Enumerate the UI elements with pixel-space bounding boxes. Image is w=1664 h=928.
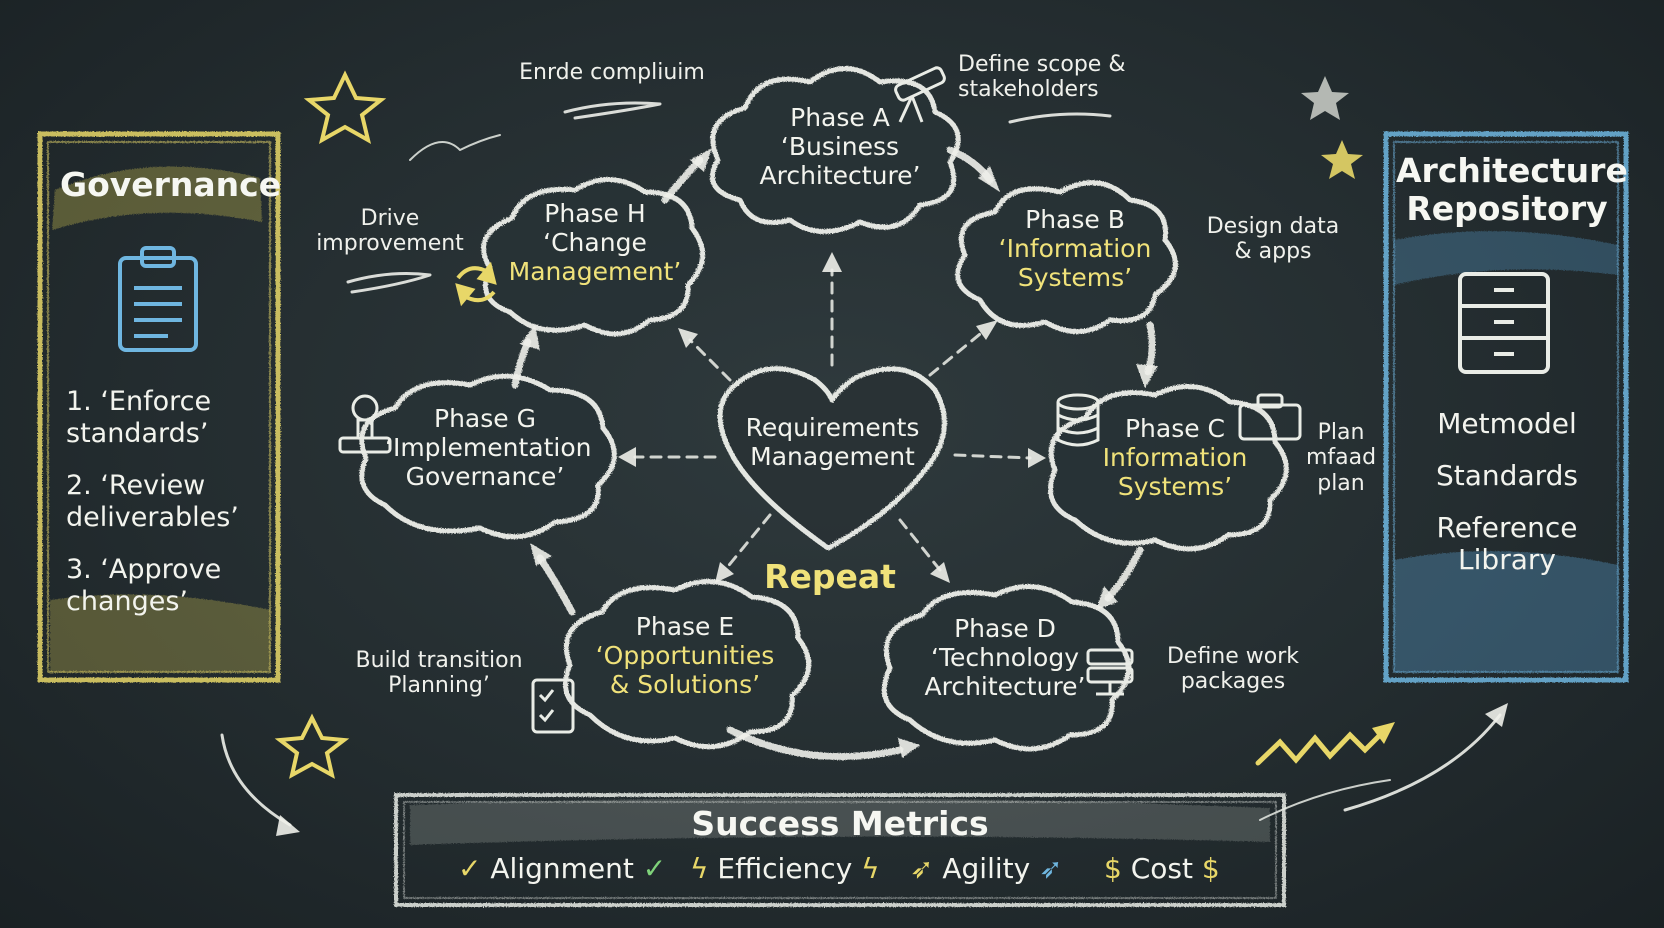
phase-g-title: Phase G xyxy=(434,404,536,433)
toolbox-icon xyxy=(1238,393,1302,441)
success-metrics-box xyxy=(394,793,1286,907)
metric-agility-label: Agility xyxy=(942,852,1031,885)
phase-h-label: Phase H ‘Change Management’ xyxy=(495,199,695,286)
money-bag-icon: $ xyxy=(1201,852,1220,885)
phase-b-title: Phase B xyxy=(1025,205,1125,234)
cycle-arrows xyxy=(511,146,1158,761)
dashed-arrows xyxy=(618,252,1046,583)
phase-b-line2: ‘Information xyxy=(998,233,1152,263)
phase-c-title: Phase C xyxy=(1124,414,1226,443)
rocket-icon: ➶ xyxy=(910,852,934,885)
phase-c-line2: Information xyxy=(1102,442,1248,472)
metric-alignment: ✓ Alignment ✓ xyxy=(458,852,666,885)
star-icon xyxy=(1301,76,1349,120)
cloud-phase-g xyxy=(359,373,617,540)
phase-a-label: Phase A ‘Business Architecture’ xyxy=(740,103,940,190)
phase-e-line3: & Solutions’ xyxy=(609,669,761,699)
success-metrics-title: Success Metrics xyxy=(691,804,989,843)
governance-item-2: 2. ‘Review deliverables’ xyxy=(66,470,239,533)
cloud-phase-e xyxy=(563,579,812,750)
governance-panel xyxy=(37,131,281,683)
cloud-phase-b xyxy=(955,180,1178,334)
phase-a-line2: ‘Business xyxy=(780,131,900,161)
server-icon xyxy=(1086,648,1134,696)
note-improvement: Drive improvement xyxy=(316,206,464,257)
note-compliance: Enrde compliuim xyxy=(519,60,705,85)
lightning-icon: ϟ xyxy=(690,852,709,885)
metric-alignment-label: Alignment xyxy=(490,852,634,885)
clipboard-icon xyxy=(118,246,198,352)
cabinet-icon xyxy=(1458,272,1550,374)
cloud-phase-a xyxy=(709,66,961,234)
phase-c-line3: Systems’ xyxy=(1117,471,1233,501)
phase-g-line2: ‘Implementation xyxy=(385,432,592,462)
phase-h-line2: ‘Change xyxy=(543,227,647,257)
star-icon xyxy=(1321,140,1363,179)
cloud-phase-h xyxy=(481,177,706,337)
repository-item-reference-library: Reference Library xyxy=(1436,511,1578,577)
phase-e-line2: ‘Opportunities xyxy=(595,640,775,670)
governance-item-1: 1. ‘Enforce standards’ xyxy=(66,386,212,449)
governance-item-3: 3. ‘Approve changes’ xyxy=(66,554,222,617)
repository-panel xyxy=(1383,131,1629,683)
star-icon xyxy=(274,713,350,779)
metric-cost: $ Cost $ xyxy=(1104,852,1220,885)
phase-g-line3: Governance’ xyxy=(405,461,565,491)
phase-e-label: Phase E ‘Opportunities & Solutions’ xyxy=(585,612,785,699)
metric-agility: ➶ Agility ➶ xyxy=(910,852,1063,885)
phase-d-line3: Architecture’ xyxy=(924,671,1086,701)
phase-a-title: Phase A xyxy=(790,103,890,132)
telescope-icon xyxy=(894,66,946,123)
rocket-icon: ➶ xyxy=(1039,852,1063,885)
star-icon xyxy=(303,70,387,145)
phase-b-label: Phase B ‘Information Systems’ xyxy=(975,205,1175,292)
checklist-icon xyxy=(531,678,575,734)
note-design: Design data & apps xyxy=(1206,214,1340,265)
phase-d-line2: ‘Technology xyxy=(931,642,1079,672)
note-work-packages: Define work packages xyxy=(1166,644,1300,695)
check-icon: ✓ xyxy=(458,852,482,885)
phase-clouds xyxy=(359,66,1289,752)
money-bag-icon: $ xyxy=(1104,852,1122,885)
note-scope: Define scope & stakeholders xyxy=(958,52,1126,103)
note-transition: Build transition Planning’ xyxy=(355,648,523,699)
phase-d-title: Phase D xyxy=(954,614,1056,643)
chalk-scribbles xyxy=(220,101,1508,836)
phase-c-label: Phase C Information Systems’ xyxy=(1075,414,1275,501)
database-icon xyxy=(1056,393,1100,447)
repository-item-standards: Standards xyxy=(1436,459,1578,492)
requirements-heart xyxy=(717,366,947,551)
phase-a-line3: Architecture’ xyxy=(759,160,921,190)
phase-e-title: Phase E xyxy=(635,612,735,641)
metric-efficiency-label: Efficiency xyxy=(717,852,853,885)
repository-title: Architecture Repository xyxy=(1396,151,1628,228)
metric-efficiency: ϟ Efficiency ϟ xyxy=(690,852,880,885)
phase-h-line3: Management’ xyxy=(508,256,682,286)
lightning-icon: ϟ xyxy=(861,852,880,885)
requirements-management-label: Requirements Management xyxy=(745,413,920,471)
repository-item-metamodel: Metmodel xyxy=(1437,407,1577,440)
phase-g-label: Phase G ‘Implementation Governance’ xyxy=(385,404,592,491)
note-plan: Plan mfaad plan xyxy=(1306,420,1377,496)
repeat-label: Repeat xyxy=(764,557,896,596)
cloud-phase-d xyxy=(881,584,1132,752)
phase-d-label: Phase D ‘Technology Architecture’ xyxy=(905,614,1105,701)
stamp-icon xyxy=(338,394,392,454)
phase-b-line3: Systems’ xyxy=(1017,262,1133,292)
phase-h-title: Phase H xyxy=(544,199,646,228)
chalk-stars xyxy=(274,70,1363,779)
refresh-icon xyxy=(455,261,497,307)
check-icon: ✓ xyxy=(642,852,667,885)
metric-cost-label: Cost xyxy=(1130,852,1193,885)
governance-title: Governance xyxy=(60,165,282,204)
